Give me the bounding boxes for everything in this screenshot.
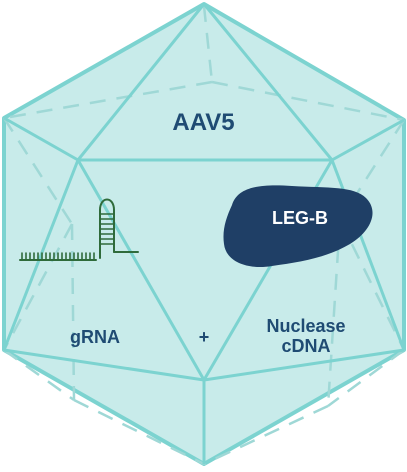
protein-label: LEG-B: [272, 208, 328, 228]
capsid-hidden-edges: [2, 5, 406, 466]
capsid-label: AAV5: [172, 109, 235, 136]
grna-hairpin-icon: [19, 198, 139, 261]
nuclease-label-line1: Nuclease: [266, 316, 346, 336]
plus-sign: +: [198, 327, 210, 347]
nuclease-label-line2: cDNA: [281, 336, 331, 356]
protein-blob-shape: [223, 185, 373, 268]
nuclease-cdna-label: Nuclease cDNA: [236, 316, 376, 356]
capsid-front-edges: [2, 3, 406, 464]
grna-label: gRNA: [70, 327, 120, 347]
